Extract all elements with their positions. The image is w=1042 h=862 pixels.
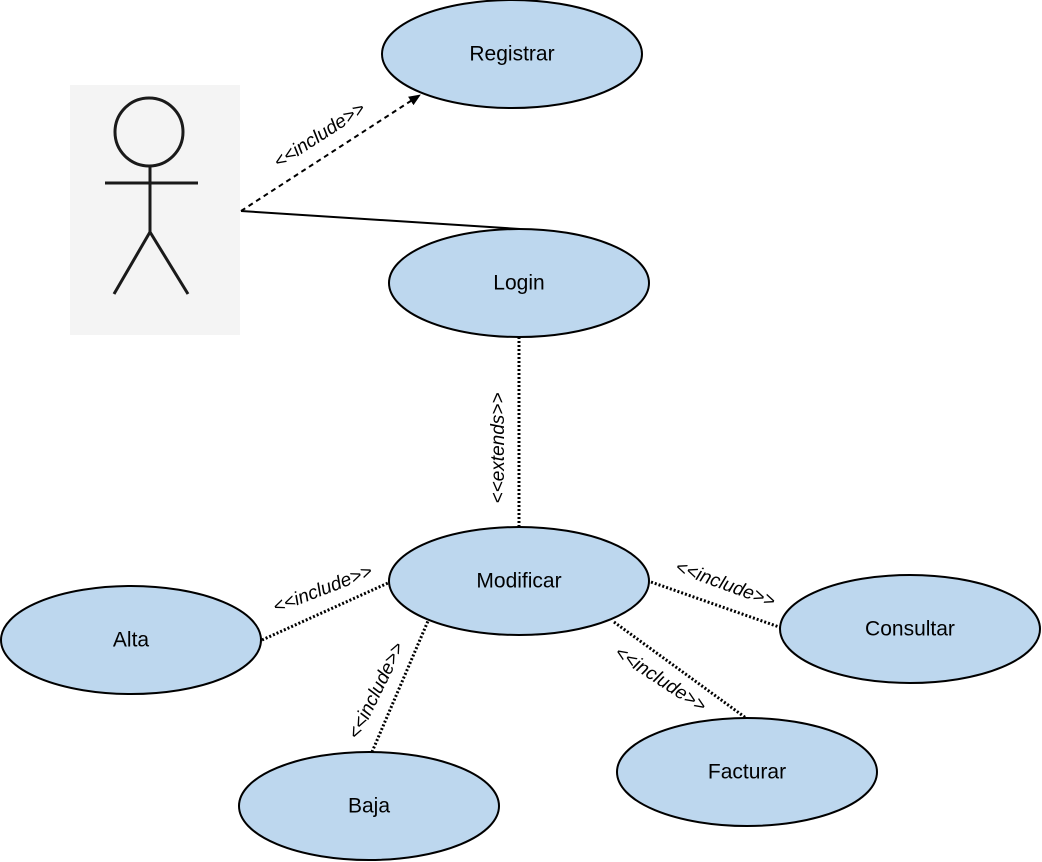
stereotype-modificar-baja: <<include>> [344,639,409,742]
use-case-label: Modificar [476,570,561,593]
include-arrow-registrar [240,94,421,212]
use-case-alta: Alta [0,585,262,695]
association-line-login [240,210,521,230]
use-case-login: Login [388,228,650,338]
use-case-consultar: Consultar [779,574,1041,684]
stereotype-modificar-facturar: <<include>> [611,642,710,717]
include-line-facturar [613,620,747,720]
include-line-alta [261,581,389,642]
stereotype-modificar-alta: <<include>> [270,561,375,618]
use-case-label: Login [493,272,544,295]
use-case-label: Alta [113,629,150,652]
use-case-facturar: Facturar [616,717,878,827]
include-line-consultar [650,580,783,630]
use-case-label: Registrar [469,43,554,66]
actor [70,85,240,335]
stereotype-actor-registrar: <<include>> [270,98,369,173]
use-case-label: Consultar [865,618,955,641]
use-case-label: Baja [348,795,390,818]
use-case-registrar: Registrar [381,0,643,109]
actor-background [70,85,240,335]
use-case-baja: Baja [238,751,500,861]
stereotype-modificar-consultar: <<include>> [672,557,777,613]
actor-icon [105,96,198,295]
use-case-label: Facturar [708,761,786,784]
use-case-modificar: Modificar [388,526,650,636]
stereotype-login-modificar: <<extends>> [488,393,509,504]
